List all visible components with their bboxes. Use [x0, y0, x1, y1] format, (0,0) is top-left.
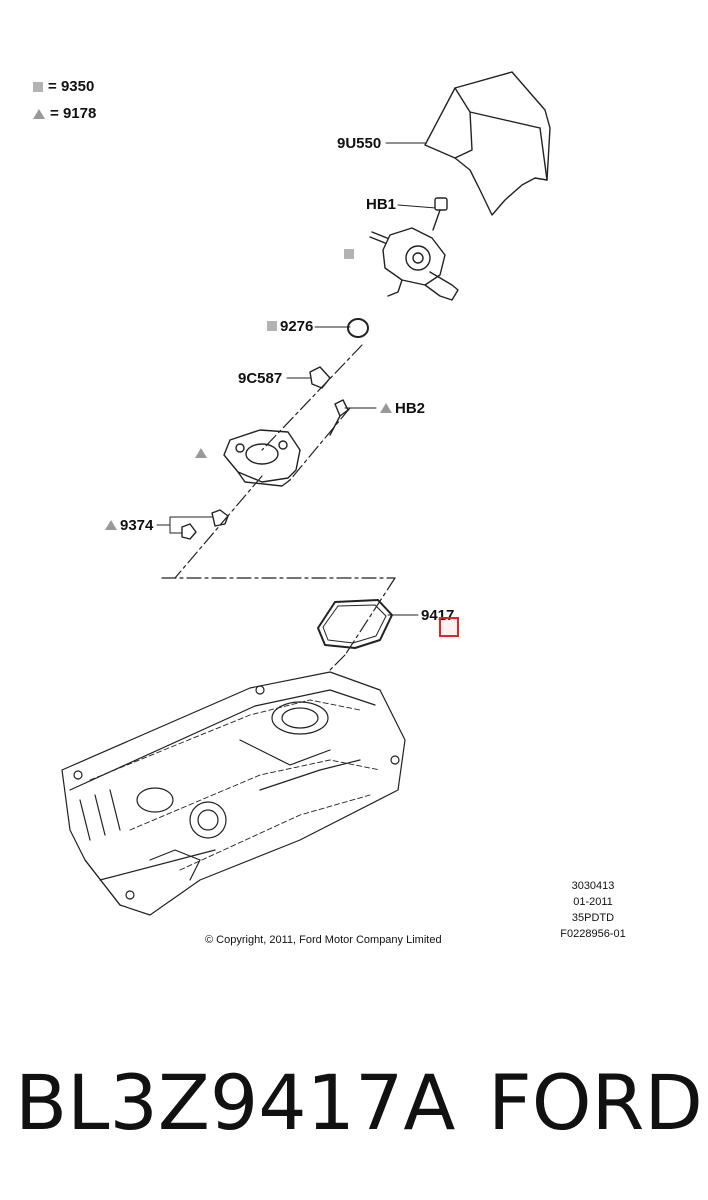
drawing-code: 01-2011 — [573, 896, 613, 908]
square-icon — [344, 249, 354, 259]
nut-9374-part — [211, 509, 229, 527]
bracket-9c587-part — [309, 366, 331, 389]
callout-9276-label: 9276 — [280, 318, 314, 335]
triangle-icon — [380, 403, 392, 413]
exploded-parts-diagram — [61, 71, 551, 916]
drawing-code: F0228956-01 — [560, 928, 626, 940]
callout-9417[interactable]: 9417 — [421, 607, 455, 624]
brand-title: FORD — [488, 1058, 703, 1147]
triangle-icon — [105, 520, 117, 530]
triangle-icon — [195, 448, 207, 458]
callout-9276: 9276 — [267, 318, 313, 336]
bolt-hb1-part — [432, 197, 448, 231]
callout-hb2-label: HB2 — [395, 400, 426, 417]
nut-9374-part — [181, 523, 197, 540]
legend-eq: = — [48, 78, 57, 95]
part-number-title: BL3Z9417A — [15, 1058, 456, 1147]
callout-base-marker — [195, 445, 210, 463]
copyright-notice: © Copyright, 2011, Ford Motor Company Li… — [205, 934, 442, 946]
engine-cover-part — [424, 71, 551, 216]
fuel-pump-part — [369, 227, 459, 301]
oring-9276-part — [347, 318, 369, 338]
triangle-icon — [33, 108, 45, 119]
selection-highlight-box[interactable] — [439, 617, 459, 637]
legend-number: 9350 — [60, 78, 95, 95]
legend-eq: = — [50, 105, 59, 122]
drawing-code: 35PDTD — [571, 912, 615, 924]
square-icon — [33, 81, 43, 92]
gasket-9417-part — [317, 599, 393, 649]
legend-number: 9178 — [62, 105, 97, 122]
bolt-hb2-part — [329, 399, 349, 436]
callout-9c587: 9C587 — [238, 370, 283, 387]
valve-cover-part — [61, 671, 406, 916]
square-icon — [267, 321, 277, 331]
callout-9374-label: 9374 — [120, 517, 154, 534]
legend-row-square: = 9350 — [33, 78, 94, 95]
callout-9u550: 9U550 — [337, 135, 382, 152]
callout-pump-marker — [344, 246, 357, 264]
callout-hb2: HB2 — [380, 400, 425, 418]
callout-hb1: HB1 — [366, 196, 397, 213]
callout-9374: 9374 — [105, 517, 153, 535]
legend-row-triangle: = 9178 — [33, 105, 96, 122]
drawing-code-list: 3030413 01-2011 35PDTD F0228956-01 — [548, 878, 638, 942]
pump-base-part — [223, 429, 301, 487]
drawing-code: 3030413 — [571, 880, 615, 892]
